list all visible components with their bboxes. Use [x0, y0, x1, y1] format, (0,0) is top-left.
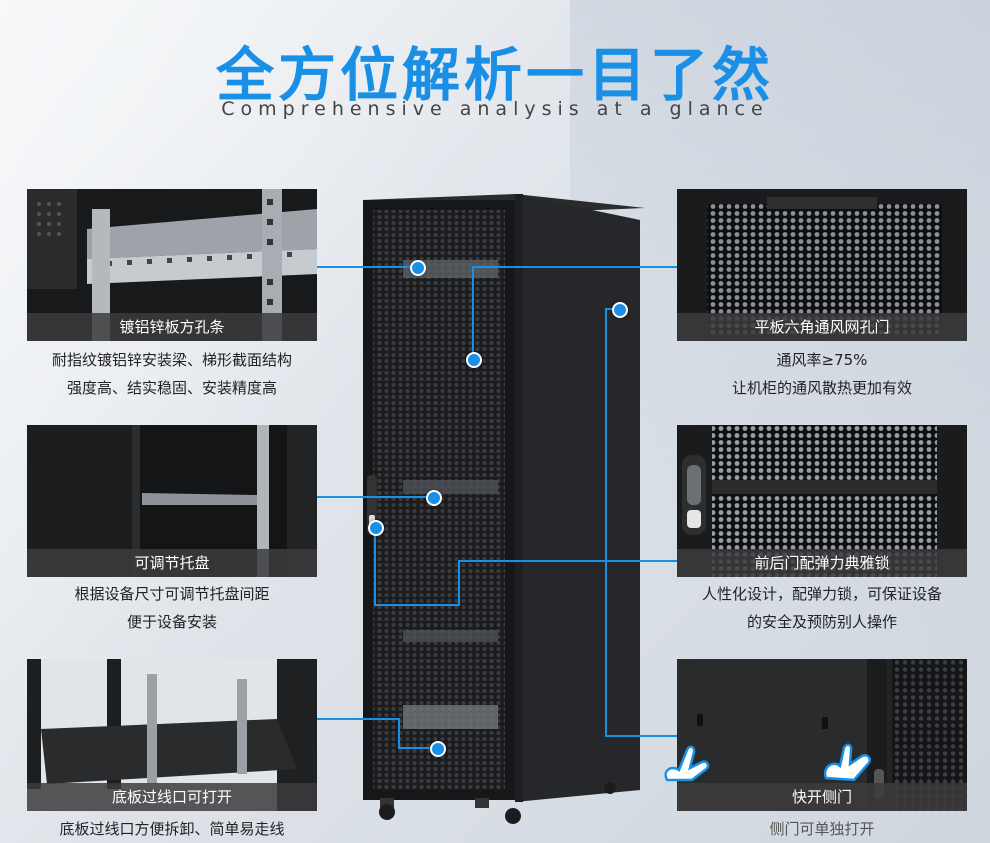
lock-desc-line1: 人性化设计，配弹力锁，可保证设备 [701, 585, 942, 603]
tray-description: 根据设备尺寸可调节托盘间距 便于设备安装 [22, 580, 322, 636]
lock-label: 前后门配弹力典雅锁 [677, 549, 967, 577]
rail-desc-line2: 强度高、结实稳固、安装精度高 [66, 379, 277, 397]
marker-side-door [612, 302, 628, 318]
marker-mesh-door [466, 352, 482, 368]
hand-pointer-icon [664, 745, 710, 782]
rail-description: 耐指纹镀铝锌安装梁、梯形截面结构 强度高、结实稳固、安装精度高 [22, 346, 322, 402]
mesh-door-desc-line1: 通风率≥75% [776, 351, 868, 369]
side-door-desc-line1: 侧门可单独打开 [769, 820, 875, 838]
lock-description: 人性化设计，配弹力锁，可保证设备 的安全及预防别人操作 [672, 580, 972, 636]
tray-photo-panel: 可调节托盘 [27, 425, 317, 577]
tray-desc-line1: 根据设备尺寸可调节托盘间距 [74, 585, 270, 603]
marker-tray [426, 490, 442, 506]
connector-lock-v1 [458, 560, 460, 605]
connector-lock-h2 [374, 604, 460, 606]
connector-base-h1 [317, 718, 399, 720]
marker-base [430, 741, 446, 757]
mesh-door-desc-line2: 让机柜的通风散热更加有效 [731, 379, 912, 397]
marker-rail [410, 260, 426, 276]
lock-desc-line2: 的安全及预防别人操作 [746, 613, 897, 631]
base-description: 底板过线口方便拆卸、简单易走线 [22, 815, 322, 843]
connector-base-h2 [398, 747, 436, 749]
connector-mesh-door-v [472, 266, 474, 360]
connector-mesh-door-h [472, 266, 677, 268]
rail-photo-panel: 镀铝锌板方孔条 [27, 189, 317, 341]
base-label: 底板过线口可打开 [27, 783, 317, 811]
base-photo-panel: 底板过线口可打开 [27, 659, 317, 811]
connector-lock-v2 [374, 528, 376, 606]
marker-lock [368, 520, 384, 536]
connector-tray [317, 496, 432, 498]
connector-side-door-h [605, 735, 677, 737]
mesh-door-photo-panel: 平板六角通风网孔门 [677, 189, 967, 341]
lock-photo-panel: 前后门配弹力典雅锁 [677, 425, 967, 577]
connector-side-door-v [605, 310, 607, 736]
connector-rail [317, 266, 417, 268]
side-door-description: 侧门可单独打开 [672, 815, 972, 843]
connector-lock-h1 [458, 560, 677, 562]
tray-label: 可调节托盘 [27, 549, 317, 577]
connector-base-v [398, 718, 400, 748]
page-title: 全方位解析一目了然 [215, 41, 774, 109]
side-door-photo-panel: 快开侧门 [677, 659, 967, 811]
mesh-door-label: 平板六角通风网孔门 [677, 313, 967, 341]
rail-desc-line1: 耐指纹镀铝锌安装梁、梯形截面结构 [51, 351, 292, 369]
mesh-door-description: 通风率≥75% 让机柜的通风散热更加有效 [672, 346, 972, 402]
base-desc-line1: 底板过线口方便拆卸、简单易走线 [59, 820, 285, 838]
rail-label: 镀铝锌板方孔条 [27, 313, 317, 341]
page-subtitle: Comprehensive analysis at a glance [221, 98, 769, 120]
side-door-label: 快开侧门 [677, 783, 967, 811]
tray-desc-line2: 便于设备安装 [126, 613, 217, 631]
hand-grab-icon [823, 743, 871, 782]
